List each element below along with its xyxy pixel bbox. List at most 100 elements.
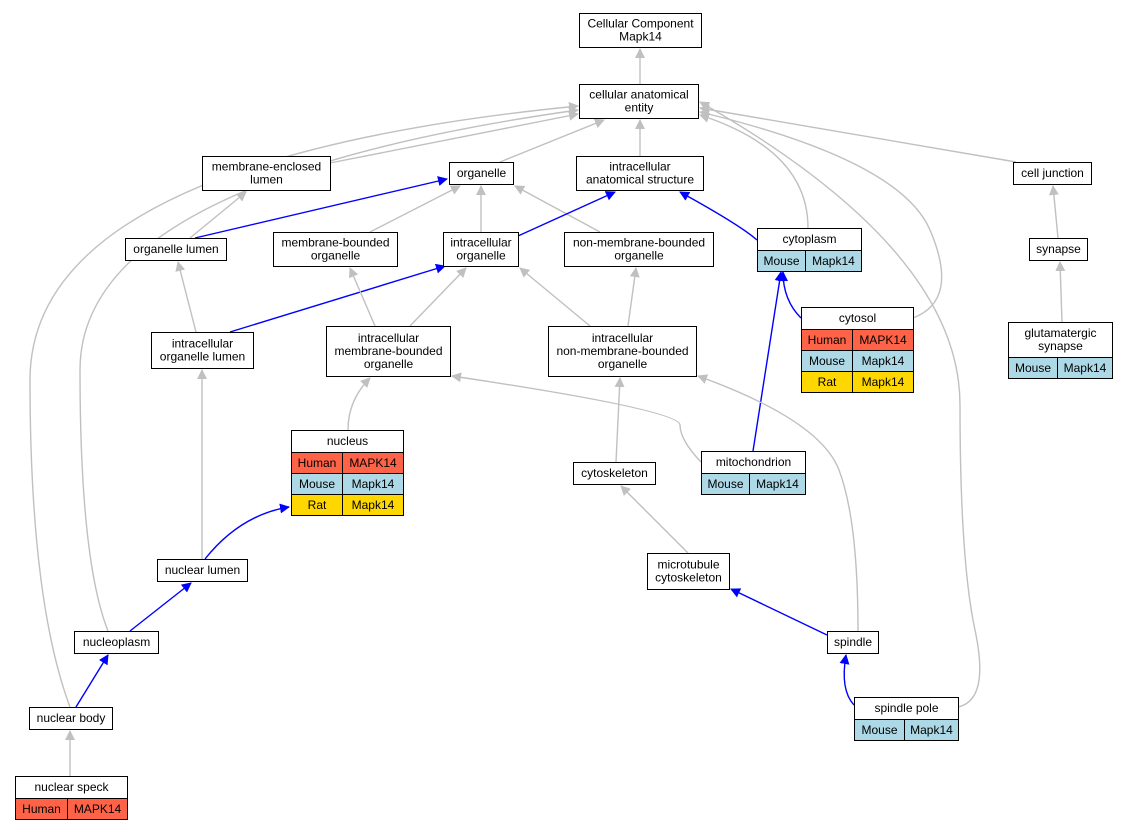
node-box (273, 232, 398, 267)
edge-spindlepole-to-cae (699, 101, 981, 708)
node-label: nucleus (327, 434, 368, 448)
gene-cell (749, 473, 806, 495)
node-label: cytoskeleton (581, 466, 648, 480)
node-label: spindle (834, 635, 872, 649)
node-label: non-membrane-bounded (573, 236, 705, 250)
species-label: Mouse (861, 723, 897, 737)
edge-inmbo-to-io (519, 267, 591, 327)
edge-cytoplasm-to-cae (699, 113, 809, 229)
node-label: cellular anatomical (589, 88, 688, 102)
node-box (443, 232, 519, 267)
node-box (564, 232, 714, 267)
species-label: Human (808, 333, 847, 347)
species-label: Human (22, 802, 61, 816)
node-label: cell junction (1021, 166, 1084, 180)
gene-label: MAPK14 (859, 333, 907, 347)
node-label: intracellular (592, 331, 653, 345)
gene-cell (852, 371, 914, 393)
node-label: mitochondrion (716, 455, 791, 469)
node-box (202, 156, 331, 191)
node-box (1013, 162, 1092, 185)
node-box (1029, 238, 1088, 261)
node-label: Cellular Component (587, 17, 694, 31)
node-label: spindle pole (874, 701, 938, 715)
node-orglumen[interactable]: organelle lumen (125, 238, 227, 261)
edge-imbo-to-io (409, 267, 467, 327)
gene-label: Mapk14 (352, 498, 395, 512)
node-label: organelle lumen (160, 350, 245, 364)
species-label: Rat (308, 498, 327, 512)
node-label: intracellular (450, 236, 511, 250)
edge-io-to-ias (517, 191, 616, 237)
node-box (579, 13, 702, 48)
node-inmbo[interactable]: intracellularnon-membrane-boundedorganel… (548, 326, 697, 377)
edge-synapse-to-celljunction (1048, 185, 1059, 239)
edge-spindle-to-mtcs (730, 588, 828, 636)
node-label: lumen (250, 173, 283, 187)
gene-label: MAPK14 (349, 456, 397, 470)
node-label: organelle (311, 249, 361, 263)
species-label: Rat (818, 375, 837, 389)
gene-cell (1057, 357, 1113, 379)
gene-cell (342, 494, 404, 516)
edge-cytoskeleton-to-inmbo (614, 377, 625, 463)
edge-mito-to-imbo (451, 372, 702, 463)
node-label: cytoplasm (782, 232, 836, 246)
node-label: intracellular (358, 331, 419, 345)
node-label: intracellular (609, 160, 670, 174)
gene-label: Mapk14 (812, 254, 855, 268)
node-box (29, 707, 113, 730)
node-box (576, 156, 704, 191)
node-spindle[interactable]: spindle (827, 631, 879, 654)
edge-celljunction-to-cae (699, 104, 1017, 163)
node-label: non-membrane-bounded (556, 344, 688, 358)
gene-label: MAPK14 (74, 802, 122, 816)
node-label: nuclear body (37, 711, 106, 725)
edge-nucleoplasm-to-nuclumen (129, 582, 192, 632)
node-box (647, 553, 730, 590)
edge-iol-to-io (229, 263, 446, 333)
node-box (573, 462, 656, 485)
edge-nuclumen-to-nucleus (204, 503, 290, 560)
node-cytoskeleton[interactable]: cytoskeleton (573, 462, 656, 485)
node-organelle[interactable]: organelle (449, 162, 514, 185)
node-nuclumen[interactable]: nuclear lumen (157, 559, 248, 582)
node-box (326, 326, 451, 377)
gene-label: Mapk14 (910, 723, 953, 737)
edge-cytosol-to-cae (699, 109, 943, 319)
node-box (74, 631, 159, 654)
edge-glut-to-synapse (1055, 261, 1066, 323)
edge-nucleus-to-imbo (347, 377, 371, 431)
node-label: organelle (614, 249, 664, 263)
edge-mbo-to-organelle (369, 185, 461, 233)
node-celljunction[interactable]: cell junction (1013, 162, 1092, 185)
gene-label: Mapk14 (862, 375, 905, 389)
node-label: organelle (364, 357, 414, 371)
edge-orglumen-to-mel (189, 191, 247, 239)
node-label: entity (625, 101, 654, 115)
edge-organelle-to-cae (499, 118, 605, 163)
node-nucbody[interactable]: nuclear body (29, 707, 113, 730)
edge-inmbo-to-nmbo (627, 267, 640, 327)
node-label: nuclear lumen (165, 563, 240, 577)
node-nucleoplasm[interactable]: nucleoplasm (74, 631, 159, 654)
node-synapse[interactable]: synapse (1029, 238, 1088, 261)
